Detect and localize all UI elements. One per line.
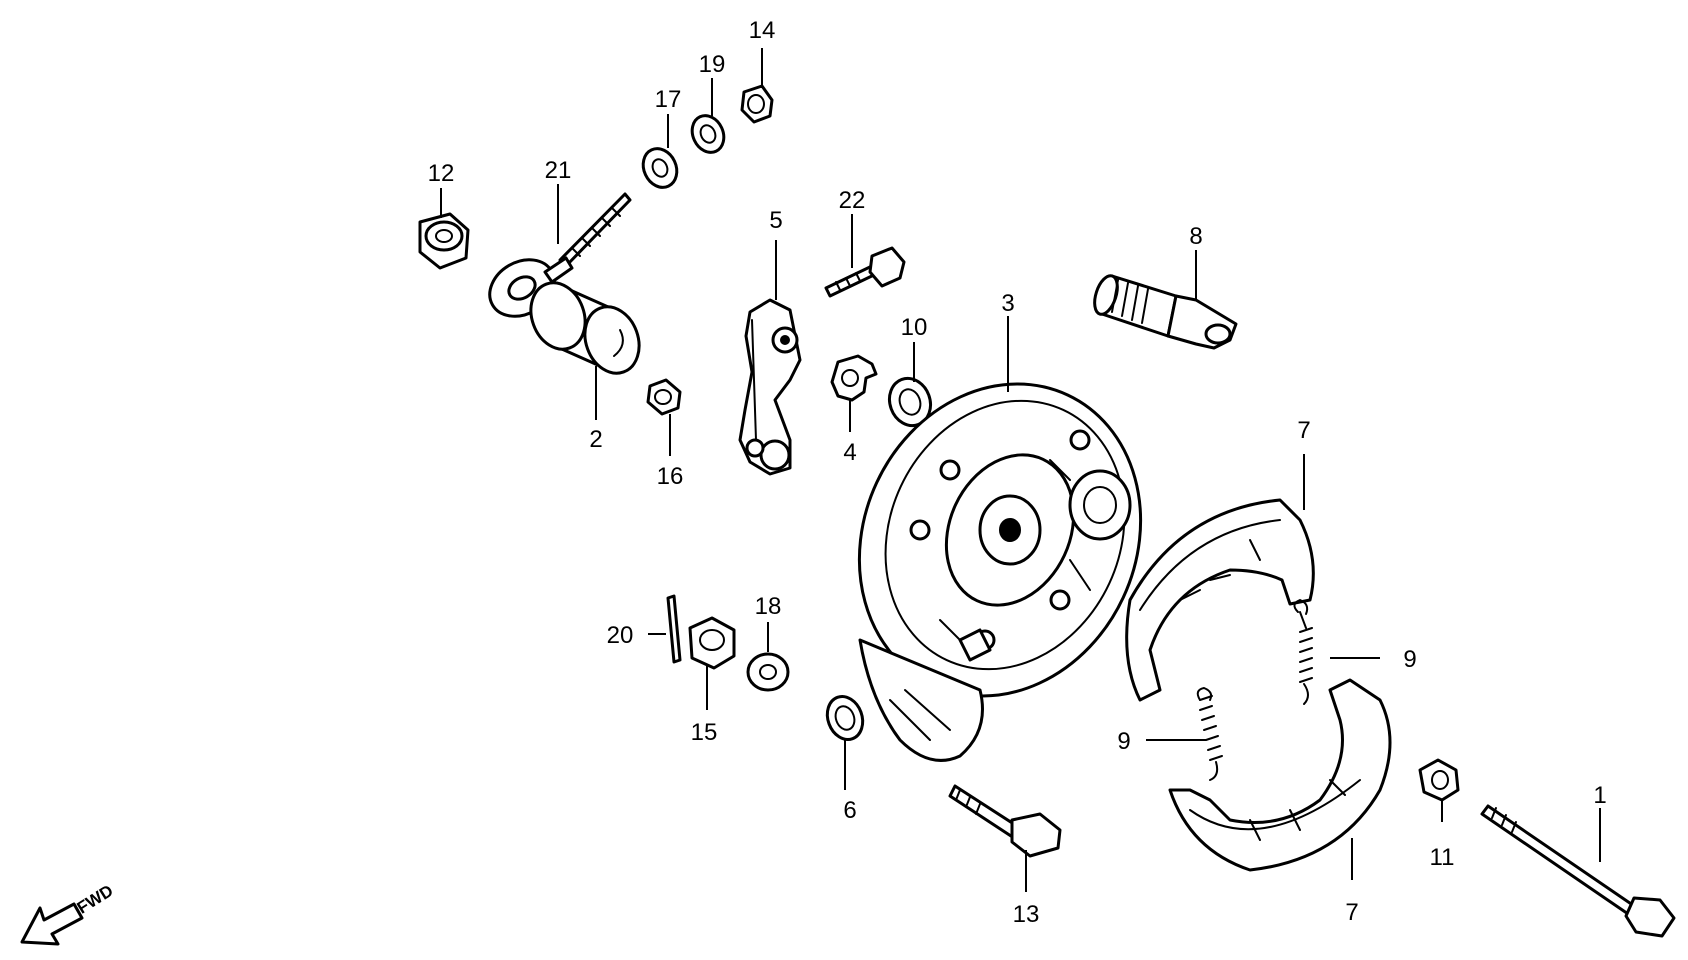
callout-18: 18 [755, 593, 782, 620]
fwd-label: FWD [74, 881, 117, 918]
part-15-castle-nut [688, 616, 736, 670]
callout-8: 8 [1189, 223, 1202, 250]
leader-lines [440, 48, 1601, 892]
part-11-nut [1418, 758, 1460, 802]
part-16-small-nut [646, 378, 682, 416]
callout-3: 3 [1001, 290, 1014, 317]
callout-22: 22 [839, 187, 866, 214]
part-10-dust-seal [887, 376, 933, 428]
part-2-collar [529, 281, 641, 375]
callout-9-lower: 9 [1117, 728, 1130, 755]
part-19-lock-washer [690, 114, 726, 154]
callout-14: 14 [749, 17, 776, 44]
part-17-washer [641, 147, 679, 189]
callout-labels: 1 2 3 4 5 6 7 7 8 9 9 10 11 12 13 14 15 … [428, 17, 1607, 928]
callout-1: 1 [1593, 782, 1606, 809]
callout-5: 5 [769, 207, 782, 234]
part-3-brake-panel [857, 382, 1143, 762]
callout-10: 10 [901, 314, 928, 341]
callout-17: 17 [655, 86, 682, 113]
callout-19: 19 [699, 51, 726, 78]
callout-2: 2 [589, 426, 602, 453]
part-7-brake-shoe-upper [1125, 498, 1315, 702]
part-1-axle [1480, 804, 1676, 938]
fwd-direction-arrow: FWD [20, 881, 117, 946]
fwd-arrow-icon [20, 902, 84, 946]
part-4-indicator-plate [830, 354, 878, 402]
callout-21: 21 [545, 157, 572, 184]
callout-6: 6 [843, 797, 856, 824]
callout-12: 12 [428, 160, 455, 187]
part-18-washer [746, 652, 790, 692]
part-9-spring-lower [1196, 686, 1223, 781]
callout-7-lower: 7 [1345, 899, 1358, 926]
part-9-spring-upper [1293, 598, 1313, 705]
part-7-brake-shoe-lower [1168, 678, 1392, 872]
callout-11: 11 [1430, 844, 1455, 871]
callout-13: 13 [1013, 901, 1040, 928]
part-13-bolt [948, 784, 1062, 858]
part-22-bolt [824, 246, 906, 298]
callout-16: 16 [657, 463, 684, 490]
callout-4: 4 [843, 439, 856, 466]
part-14-nut [740, 84, 774, 124]
callout-15: 15 [691, 719, 718, 746]
callout-9-upper: 9 [1403, 646, 1416, 673]
part-12-flange-nut [418, 212, 470, 270]
callout-7-upper: 7 [1297, 417, 1310, 444]
part-6-seal [825, 695, 865, 741]
part-8-brake-cam [1093, 274, 1238, 350]
part-20-cotter-pin [666, 594, 682, 664]
callout-20: 20 [607, 622, 634, 649]
part-5-brake-arm [738, 298, 802, 476]
